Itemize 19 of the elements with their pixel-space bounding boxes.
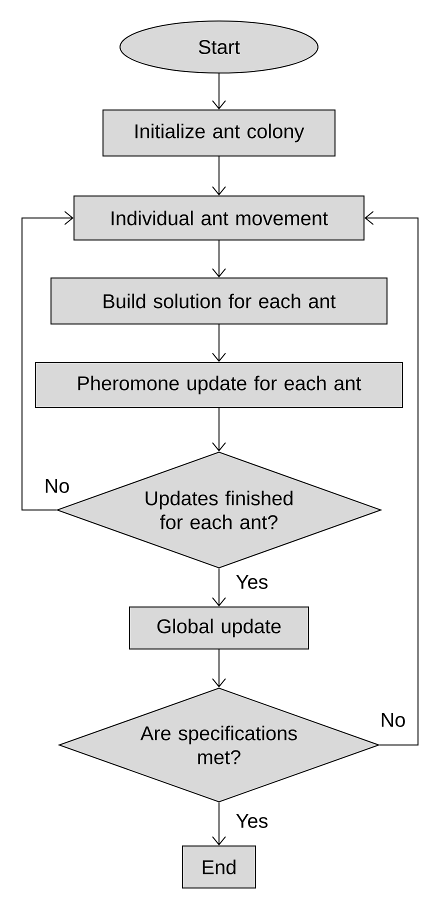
arrow <box>212 73 226 110</box>
process-box: Pheromone update for each ant <box>35 362 403 408</box>
edge-label: Yes <box>234 813 270 829</box>
process-box: End <box>182 846 256 888</box>
arrow <box>212 568 226 606</box>
arrow <box>212 324 226 362</box>
arrow <box>212 240 226 278</box>
process-box: Initialize ant colony <box>102 110 336 156</box>
arrow <box>212 408 226 452</box>
arrow <box>212 156 226 196</box>
arrow <box>364 211 418 746</box>
process-box: Global update <box>129 606 309 650</box>
edge-label: Yes <box>234 574 270 590</box>
arrow <box>212 649 226 688</box>
process-box: Individual ant movement <box>74 196 364 240</box>
arrow <box>22 211 74 510</box>
process-box: Build solution for each ant <box>50 278 388 324</box>
edge-label: No <box>379 712 407 728</box>
arrow <box>212 802 226 846</box>
